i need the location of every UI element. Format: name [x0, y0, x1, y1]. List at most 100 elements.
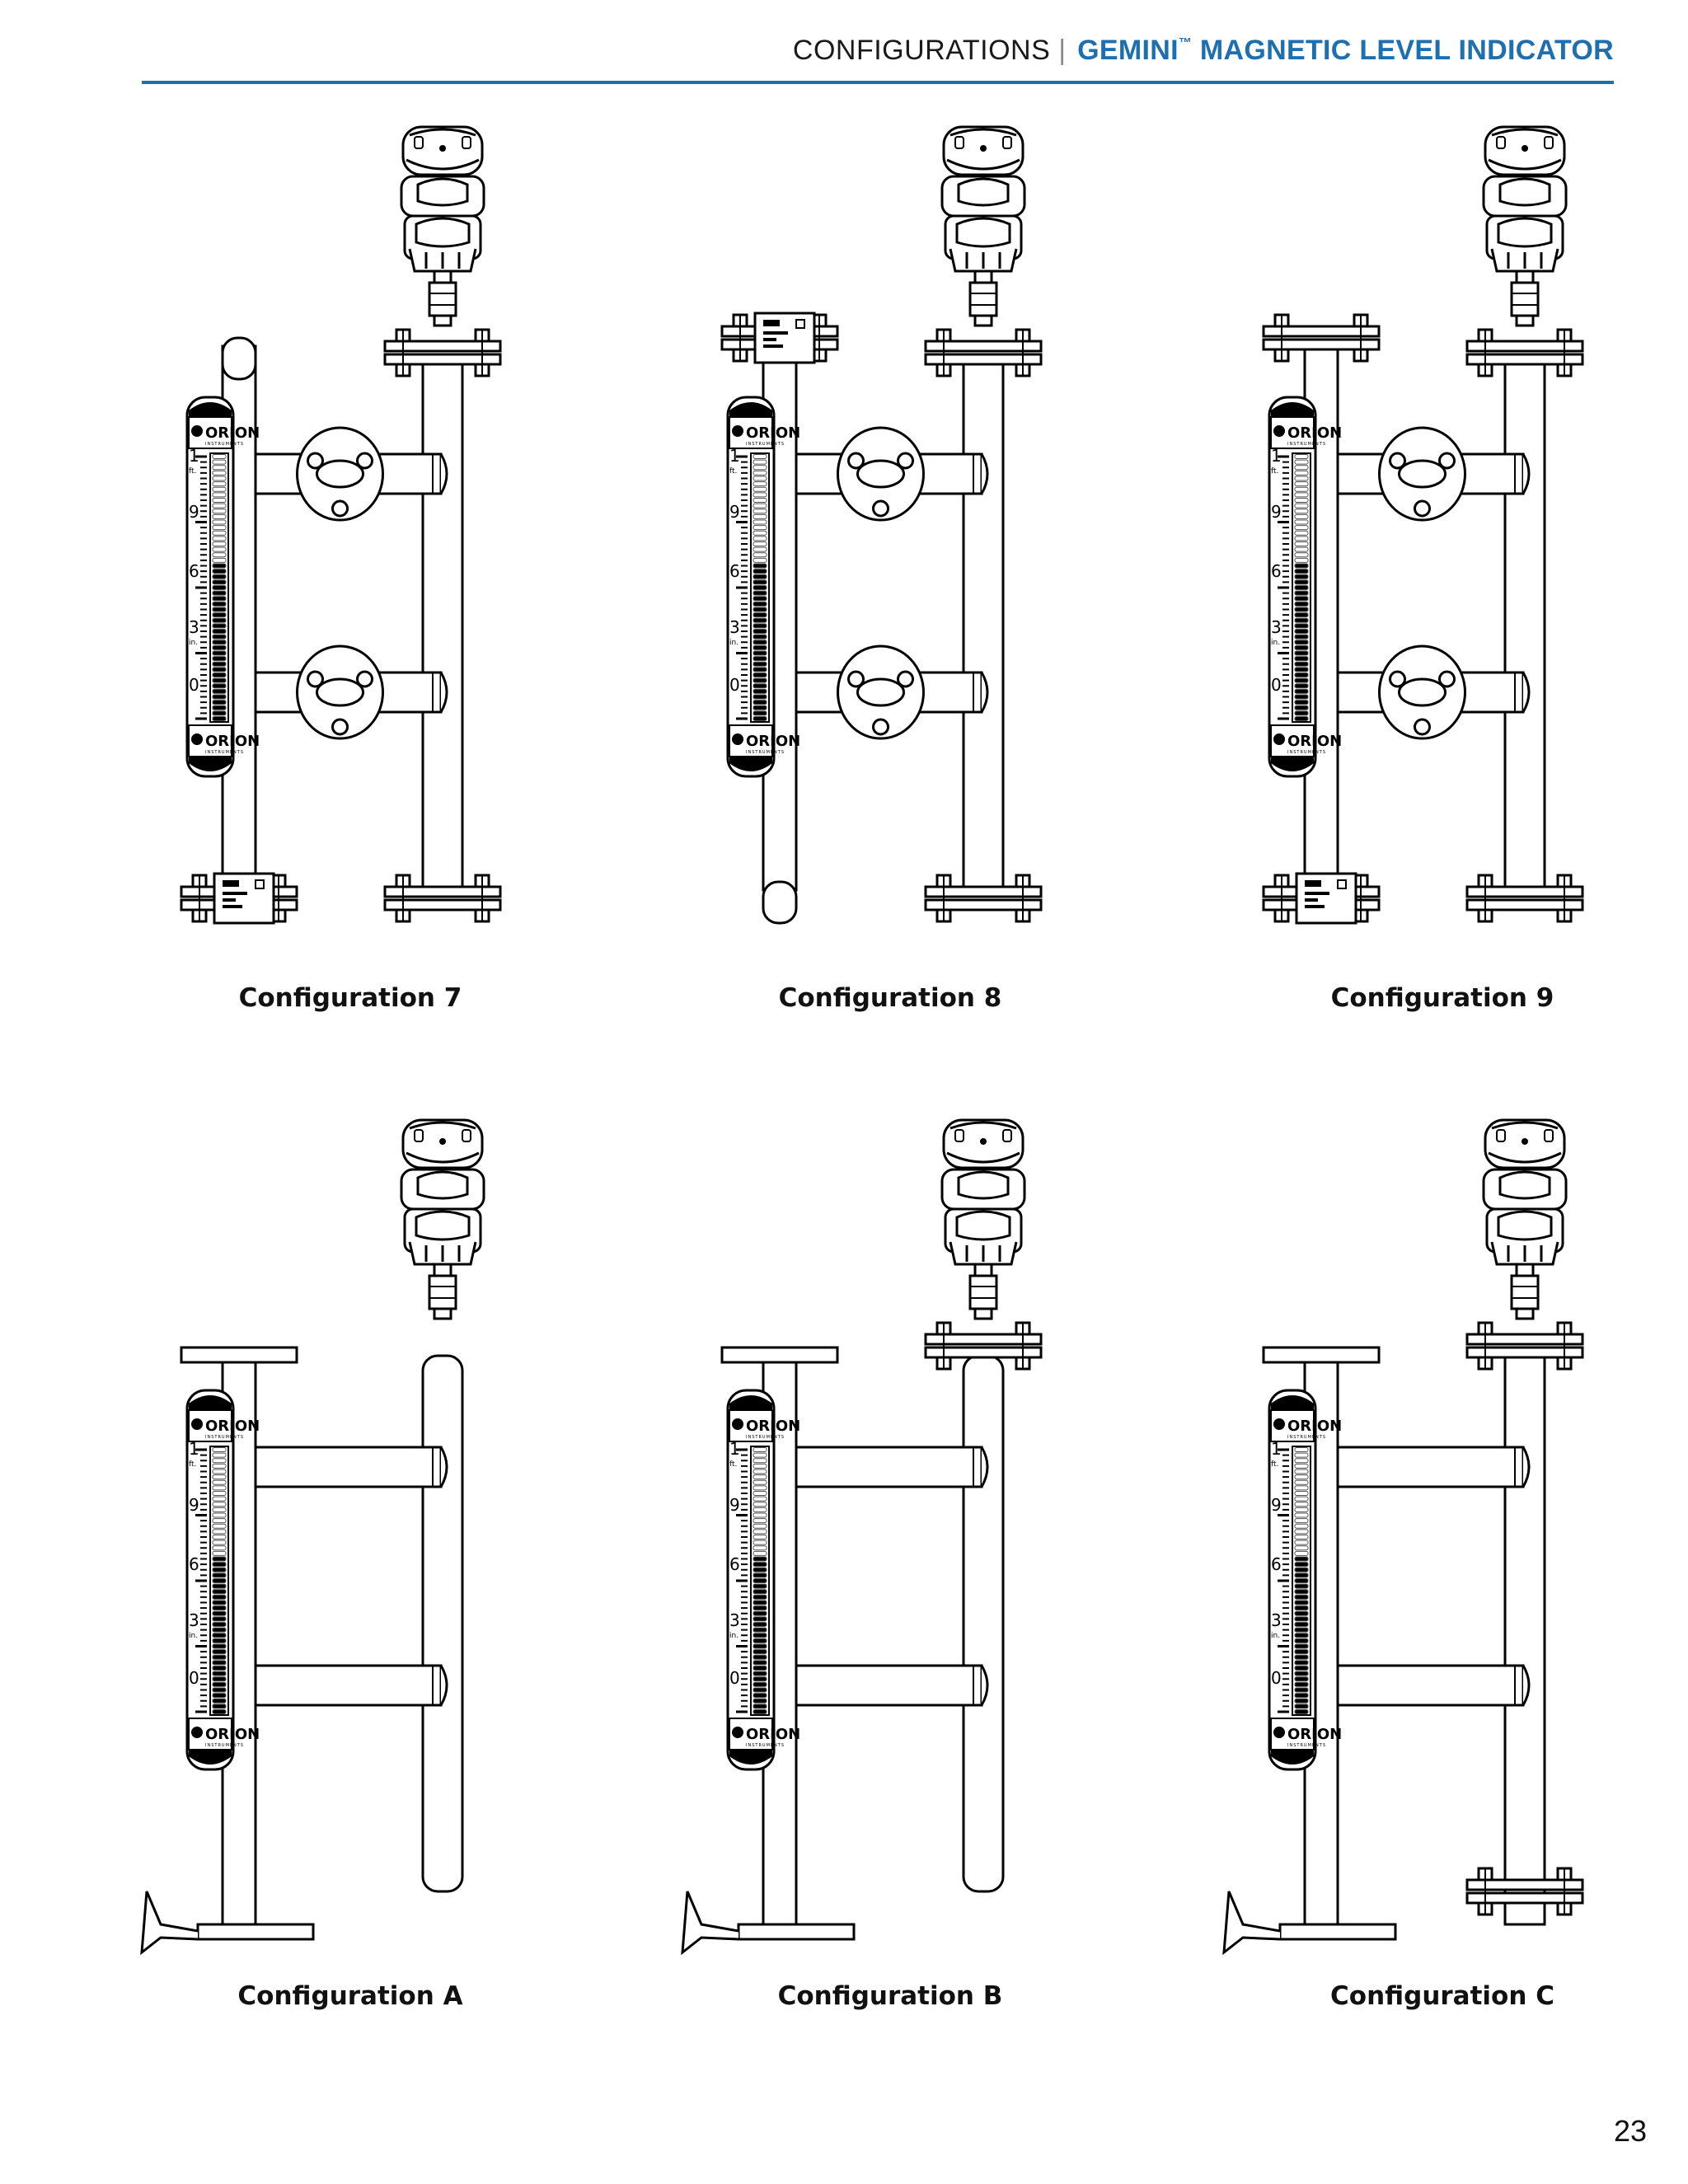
scale-label: 6 [189, 1554, 199, 1574]
level-flag [1294, 569, 1309, 574]
scale-unit-label: ft. [1271, 467, 1278, 476]
level-flag [753, 1535, 767, 1540]
level-flag [1294, 667, 1309, 673]
header-title: CONFIGURATIONS|GEMINI™ MAGNETIC LEVEL IN… [793, 35, 1614, 67]
level-flag [753, 476, 767, 481]
logo-subtext: INSTRUMENTS [746, 750, 785, 755]
level-flag [1294, 629, 1309, 634]
level-flag [212, 552, 227, 558]
scale-label: 9 [189, 1495, 199, 1515]
level-flag [212, 1594, 227, 1600]
logo-subtext: INSTRUMENTS [1287, 1435, 1326, 1440]
caption-configuration-7: Configuration 7 [238, 983, 462, 1013]
level-flag [753, 1479, 767, 1485]
level-flag [1294, 1523, 1309, 1529]
drain-valve [140, 1891, 199, 1956]
level-flag [212, 1676, 227, 1682]
level-flag [753, 503, 767, 509]
level-flag [1294, 710, 1309, 716]
configuration-a-drawing: ORIONINSTRUMENTSORIONINSTRUMENTS19630ft.… [140, 1118, 485, 1956]
level-flag [212, 596, 227, 602]
level-flag [1294, 585, 1309, 590]
level-flag [753, 1567, 767, 1572]
branch-end [980, 1446, 989, 1488]
level-flag [753, 454, 767, 459]
scale-label: 9 [1271, 502, 1282, 522]
level-flag [1294, 705, 1309, 710]
header-separator: | [1058, 35, 1067, 66]
logo-archer-icon [732, 733, 743, 745]
level-flag [753, 492, 767, 498]
scale-unit-label: in. [189, 1632, 198, 1640]
level-flag [1294, 656, 1309, 662]
level-flag [1294, 1671, 1309, 1676]
level-flag [753, 1572, 767, 1578]
level-flag [212, 1589, 227, 1595]
logo-subtext: INSTRUMENTS [746, 1743, 785, 1748]
level-flag [753, 596, 767, 602]
logo-archer-icon [732, 1727, 743, 1738]
level-flag [753, 650, 767, 656]
caption-configuration-8: Configuration 8 [778, 983, 1002, 1013]
level-flag [753, 1698, 767, 1704]
branch-end [1522, 453, 1531, 494]
level-flag [212, 1496, 227, 1502]
scale-unit-label: in. [189, 639, 198, 647]
scale-label: 3 [729, 1610, 740, 1630]
level-flag [212, 1693, 227, 1699]
level-flag [753, 563, 767, 569]
transmitter-head [940, 125, 1026, 327]
level-flag [753, 629, 767, 634]
level-flag [212, 705, 227, 710]
level-flag [753, 1622, 767, 1627]
level-flag [212, 640, 227, 645]
level-flag [1294, 1485, 1309, 1491]
level-flag [1294, 1550, 1309, 1556]
level-flag [212, 650, 227, 656]
level-flag [753, 1550, 767, 1556]
level-flag [753, 470, 767, 476]
level-flag [1294, 1463, 1309, 1469]
scale-label: 0 [189, 1668, 199, 1688]
level-flag [753, 1469, 767, 1474]
level-flag [1294, 454, 1309, 459]
level-flag [212, 1616, 227, 1622]
level-flag [212, 569, 227, 574]
level-flag [212, 465, 227, 471]
level-flag [212, 1633, 227, 1638]
level-flag [753, 513, 767, 519]
level-flag [212, 585, 227, 590]
logo-text: ORION [1287, 1726, 1342, 1743]
level-flag [212, 1535, 227, 1540]
level-flag [753, 705, 767, 710]
level-flag [1294, 574, 1309, 579]
level-flag [753, 683, 767, 689]
level-flag [1294, 1649, 1309, 1655]
level-flag [753, 644, 767, 650]
level-flag [753, 1638, 767, 1643]
level-flag [1294, 1676, 1309, 1682]
level-flag [1294, 683, 1309, 689]
level-flag [1294, 1594, 1309, 1600]
plate-flange [180, 1346, 298, 1364]
level-flag [212, 634, 227, 640]
level-flag [1294, 552, 1309, 558]
level-flag [1294, 1469, 1309, 1474]
level-flag [1294, 459, 1309, 465]
level-flag [753, 552, 767, 558]
level-flag [1294, 465, 1309, 471]
level-flag [753, 1556, 767, 1562]
level-flag [753, 710, 767, 716]
level-flag [1294, 1452, 1309, 1458]
level-flag [753, 640, 767, 645]
level-flag [753, 557, 767, 563]
logo-text: ORION [746, 733, 800, 750]
scale-label: 6 [729, 1554, 740, 1574]
logo-text: ORION [746, 424, 800, 442]
logo-text: ORION [746, 1726, 800, 1743]
level-flag [212, 601, 227, 607]
level-flag [753, 1681, 767, 1687]
level-flag [1294, 546, 1309, 552]
level-flag [212, 677, 227, 683]
level-flag [1294, 617, 1309, 623]
